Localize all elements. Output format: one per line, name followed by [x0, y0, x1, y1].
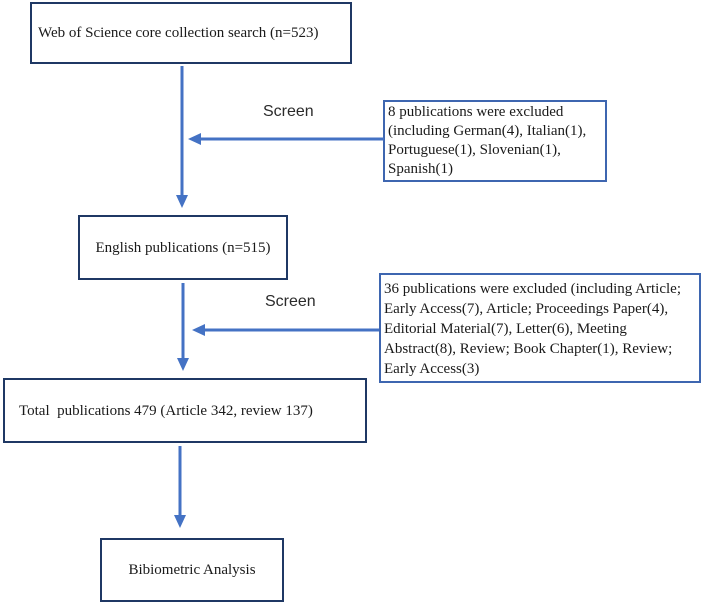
arrow-head-down-icon [177, 358, 189, 371]
box-excluded-languages: 8 publications were excluded (including … [383, 100, 607, 182]
screen-step-label-1: Screen [263, 103, 314, 120]
arrow-head-down-icon [176, 195, 188, 208]
box-web-of-science-search: Web of Science core collection search (n… [30, 2, 352, 64]
arrow-excluded2-to-flow [192, 324, 379, 336]
arrow-head-down-icon [174, 515, 186, 528]
arrow-english-to-total [177, 283, 189, 371]
arrow-excluded1-to-flow [188, 133, 384, 145]
arrow-total-to-bibliometric [174, 446, 186, 528]
arrow-head-left-icon [192, 324, 205, 336]
arrow-head-left-icon [188, 133, 201, 145]
box-total-publications: Total publications 479 (Article 342, rev… [3, 378, 367, 443]
arrow-wos-to-english [176, 66, 188, 208]
screen-step-label-2: Screen [265, 293, 316, 310]
box-english-publications: English publications (n=515) [78, 215, 288, 280]
box-excluded-document-types: 36 publications were excluded (including… [379, 273, 701, 383]
box-bibliometric-analysis: Bibiometric Analysis [100, 538, 284, 602]
